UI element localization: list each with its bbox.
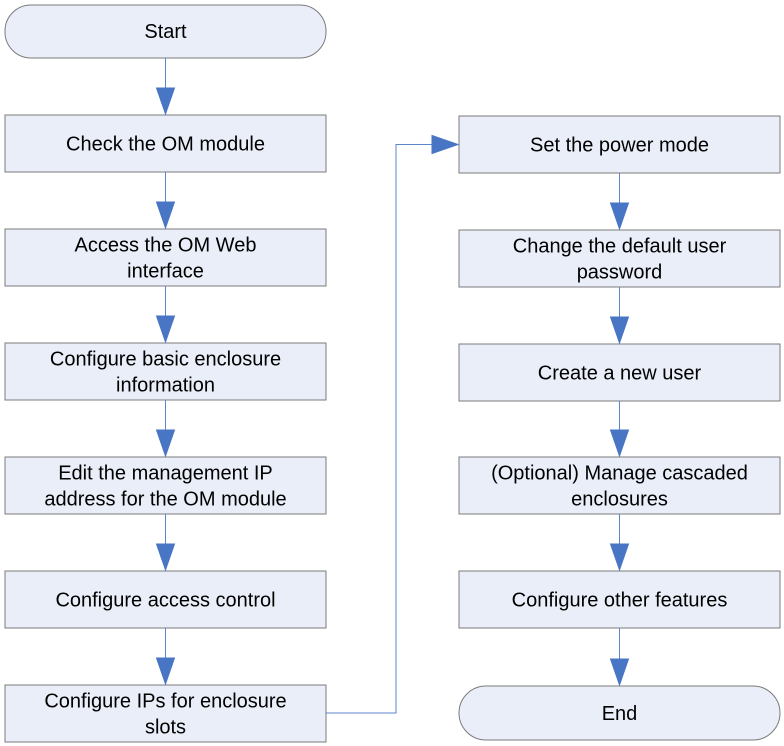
process-label: slots [145, 717, 186, 739]
process-label: Access the OM Web [75, 235, 257, 257]
arrow-left-3-to-4 [155, 400, 176, 458]
end-node: End [458, 685, 781, 741]
end-label: End [602, 703, 638, 725]
process-box [4, 456, 327, 515]
arrow-left-2-to-3 [155, 286, 176, 344]
process-box [4, 342, 327, 401]
arrow-left-1-to-2 [155, 172, 176, 230]
process-label: (Optional) Manage cascaded [491, 463, 748, 485]
arrow-right-1-to-2 [609, 173, 630, 231]
left-step-1: Check the OM module [4, 114, 327, 173]
process-label: Configure other features [512, 590, 728, 612]
process-box [458, 229, 781, 288]
arrow-right-2-to-3 [609, 287, 630, 345]
process-box [4, 684, 327, 743]
process-label: Configure basic enclosure [50, 349, 281, 371]
process-box [4, 114, 327, 173]
process-label: Create a new user [538, 363, 702, 385]
left-step-2: Access the OM Web interface [4, 228, 327, 287]
process-box [458, 115, 781, 174]
process-label: Configure access control [55, 590, 275, 612]
process-label: information [116, 375, 215, 397]
flow-arrows [155, 58, 630, 714]
arrow-right-4-to-5 [609, 514, 630, 572]
arrow-right-to-end [609, 628, 630, 687]
process-label: interface [127, 261, 204, 283]
left-step-5: Configure access control [4, 570, 327, 629]
right-step-1: Set the power mode [458, 115, 781, 174]
process-label: address for the OM module [44, 489, 286, 511]
left-step-6: Configure IPs for enclosure slots [4, 684, 327, 743]
start-node: Start [4, 4, 327, 59]
arrow-left-to-right-connector [326, 134, 460, 714]
right-step-3: Create a new user [458, 343, 781, 402]
process-label: password [577, 262, 663, 284]
process-box [4, 570, 327, 629]
process-box [458, 343, 781, 402]
arrow-start-to-step-1 [155, 58, 176, 116]
process-label: Change the default user [513, 236, 727, 258]
arrow-right-3-to-4 [609, 401, 630, 458]
process-box [4, 228, 327, 287]
process-label: Set the power mode [530, 135, 709, 157]
process-box [458, 456, 781, 515]
right-step-4: (Optional) Manage cascaded enclosures [458, 456, 781, 515]
start-label: Start [144, 21, 187, 43]
left-step-4: Edit the management IP address for the OM… [4, 456, 327, 515]
right-step-5: Configure other features [458, 570, 781, 629]
arrow-left-5-to-6 [155, 628, 176, 686]
process-label: Edit the management IP [58, 463, 273, 485]
process-label: Check the OM module [66, 134, 265, 156]
process-label: Configure IPs for enclosure [44, 691, 286, 713]
left-step-3: Configure basic enclosure information [4, 342, 327, 401]
process-label: enclosures [571, 489, 668, 511]
right-step-2: Change the default user password [458, 229, 781, 288]
arrow-left-4-to-5 [155, 514, 176, 572]
